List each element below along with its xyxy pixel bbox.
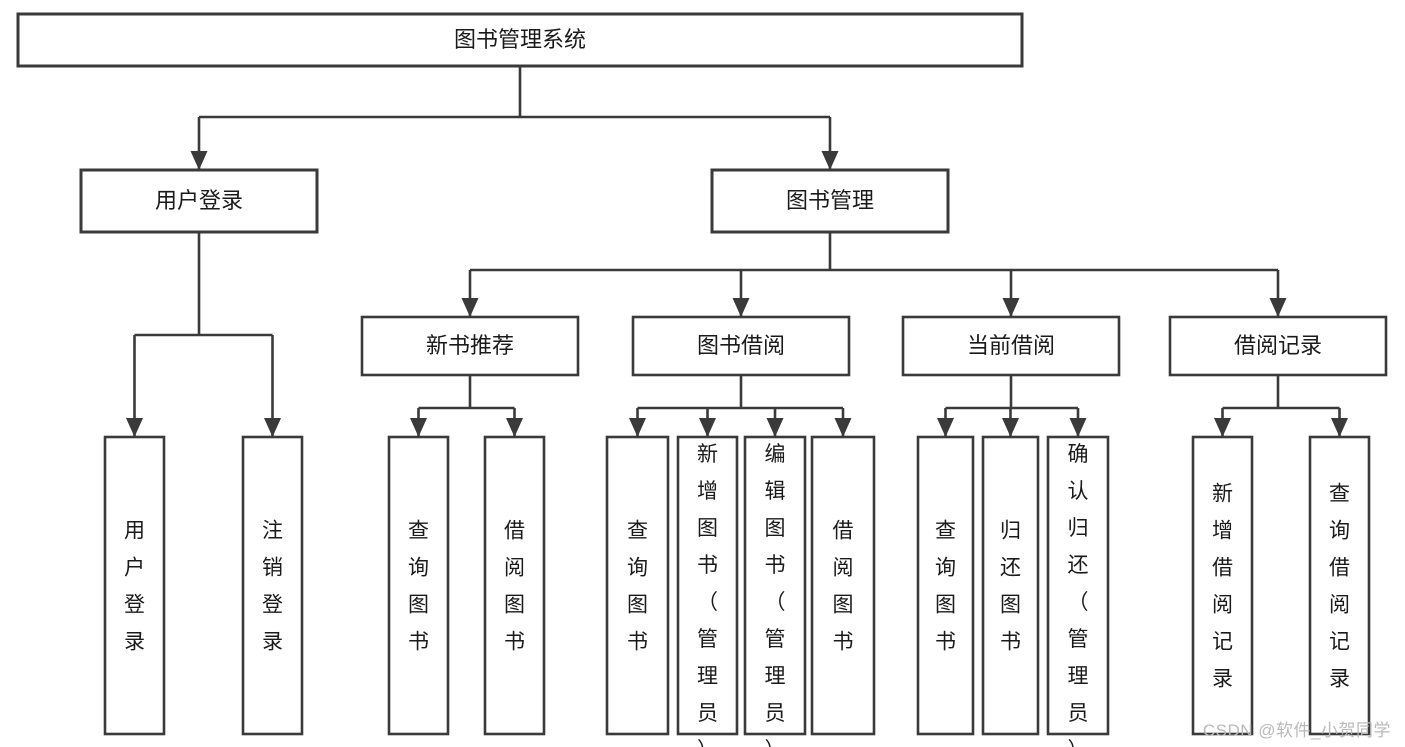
user-login-leaf-branch-arrow-leaf-user-login <box>126 418 143 437</box>
node-label-book-manage: 图书管理 <box>786 188 874 213</box>
node-leaf-user-logout[interactable]: 注销登录 <box>241 435 304 736</box>
node-leaf-borrow-book-2[interactable]: 借阅图书 <box>810 435 876 736</box>
node-new-book-recommend[interactable]: 新书推荐 <box>360 315 580 377</box>
node-label-leaf-query-borrow-record: 查询借阅记录 <box>1329 483 1350 691</box>
node-label-new-book-recommend: 新书推荐 <box>426 333 514 358</box>
nodes-layer: 图书管理系统用户登录图书管理新书推荐图书借阅当前借阅借阅记录用户登录注销登录查询… <box>16 12 1388 747</box>
book-manage-branch-arrow-current-borrow <box>1002 298 1020 317</box>
node-box-leaf-borrow-book-1 <box>483 435 546 736</box>
node-label-borrow-record: 借阅记录 <box>1234 333 1322 358</box>
node-label-book-borrow: 图书借阅 <box>697 333 785 358</box>
node-leaf-add-book-admin[interactable]: 新增图书（管理员） <box>676 435 739 747</box>
node-leaf-query-book-1[interactable]: 查询图书 <box>387 435 450 736</box>
book-manage-branch-arrow-book-borrow <box>732 298 750 317</box>
node-leaf-query-book-2[interactable]: 查询图书 <box>605 435 670 736</box>
node-label-leaf-add-book-admin: 新增图书（管理员） <box>697 443 718 747</box>
node-box-book-manage <box>710 168 950 234</box>
node-label-leaf-user-login: 用户登录 <box>124 520 145 654</box>
node-box-new-book-recommend <box>360 315 580 377</box>
node-leaf-query-book-3[interactable]: 查询图书 <box>916 435 975 736</box>
node-leaf-return-book[interactable]: 归还图书 <box>981 435 1040 736</box>
node-box-leaf-query-borrow-record <box>1308 435 1371 736</box>
book-borrow-leaf-branch-arrow-leaf-add-book-admin <box>699 418 716 437</box>
root-branch-arrow-book-manage <box>821 151 839 170</box>
node-box-borrow-record <box>1168 315 1388 377</box>
book-borrow-leaf-branch-arrow-leaf-edit-book-admin <box>766 418 784 437</box>
csdn-watermark: CSDN @软件_小贺同学 <box>1202 721 1391 740</box>
node-leaf-query-borrow-record[interactable]: 查询借阅记录 <box>1308 435 1371 736</box>
node-label-current-borrow: 当前借阅 <box>967 333 1055 358</box>
node-box-current-borrow <box>901 315 1121 377</box>
node-label-leaf-edit-book-admin: 编辑图书（管理员） <box>765 443 786 747</box>
node-box-user-login <box>79 168 319 234</box>
node-label-leaf-query-book-3: 查询图书 <box>935 520 956 654</box>
node-box-leaf-query-book-3 <box>916 435 975 736</box>
borrow-record-leaf-branch-arrow-leaf-add-borrow-record <box>1214 418 1231 437</box>
current-borrow-leaf-branch-arrow-leaf-query-book-3 <box>937 418 954 437</box>
book-borrow-leaf-branch-arrow-leaf-query-book-2 <box>629 418 646 437</box>
node-label-root: 图书管理系统 <box>454 27 586 52</box>
user-login-leaf-branch-arrow-leaf-user-logout <box>264 418 281 437</box>
node-box-leaf-add-borrow-record <box>1191 435 1254 736</box>
node-leaf-edit-book-admin[interactable]: 编辑图书（管理员） <box>743 435 807 747</box>
node-label-leaf-user-logout: 注销登录 <box>262 520 283 654</box>
node-box-leaf-query-book-2 <box>605 435 670 736</box>
node-label-leaf-borrow-book-1: 借阅图书 <box>504 520 525 654</box>
new-book-recommend-leaf-branch-arrow-leaf-query-book-1 <box>410 418 427 437</box>
node-box-leaf-return-book <box>981 435 1040 736</box>
node-leaf-user-login[interactable]: 用户登录 <box>103 435 166 736</box>
node-box-leaf-user-login <box>103 435 166 736</box>
node-box-leaf-query-book-1 <box>387 435 450 736</box>
node-box-leaf-borrow-book-2 <box>810 435 876 736</box>
node-borrow-record[interactable]: 借阅记录 <box>1168 315 1388 377</box>
node-label-leaf-query-book-1: 查询图书 <box>408 520 429 654</box>
connectors-layer <box>126 66 1348 437</box>
book-borrow-leaf-branch-arrow-leaf-borrow-book-2 <box>834 418 852 437</box>
node-box-leaf-edit-book-admin <box>743 435 807 736</box>
node-label-leaf-borrow-book-2: 借阅图书 <box>833 520 854 654</box>
node-book-borrow[interactable]: 图书借阅 <box>631 315 851 377</box>
node-root[interactable]: 图书管理系统 <box>16 12 1024 68</box>
node-label-leaf-add-borrow-record: 新增借阅记录 <box>1212 483 1233 691</box>
node-leaf-confirm-return-admin[interactable]: 确认归还（管理员） <box>1046 435 1110 747</box>
node-box-leaf-confirm-return-admin <box>1046 435 1110 736</box>
root-branch-arrow-user-login <box>190 151 208 170</box>
node-book-manage[interactable]: 图书管理 <box>710 168 950 234</box>
node-box-leaf-user-logout <box>241 435 304 736</box>
node-leaf-borrow-book-1[interactable]: 借阅图书 <box>483 435 546 736</box>
node-box-root <box>16 12 1024 68</box>
node-label-leaf-query-book-2: 查询图书 <box>627 520 648 654</box>
node-label-user-login: 用户登录 <box>155 188 243 213</box>
node-label-leaf-return-book: 归还图书 <box>1000 520 1021 654</box>
book-manage-branch-arrow-new-book-recommend <box>461 298 479 317</box>
borrow-record-leaf-branch-arrow-leaf-query-borrow-record <box>1331 418 1348 437</box>
node-user-login[interactable]: 用户登录 <box>79 168 319 234</box>
book-manage-branch-arrow-borrow-record <box>1269 298 1287 317</box>
current-borrow-leaf-branch-arrow-leaf-return-book <box>1002 418 1019 437</box>
node-label-leaf-confirm-return-admin: 确认归还（管理员） <box>1068 443 1089 747</box>
current-borrow-leaf-branch-arrow-leaf-confirm-return-admin <box>1069 418 1087 437</box>
new-book-recommend-leaf-branch-arrow-leaf-borrow-book-1 <box>506 418 523 437</box>
node-box-leaf-add-book-admin <box>676 435 739 736</box>
node-leaf-add-borrow-record[interactable]: 新增借阅记录 <box>1191 435 1254 736</box>
node-box-book-borrow <box>631 315 851 377</box>
node-current-borrow[interactable]: 当前借阅 <box>901 315 1121 377</box>
